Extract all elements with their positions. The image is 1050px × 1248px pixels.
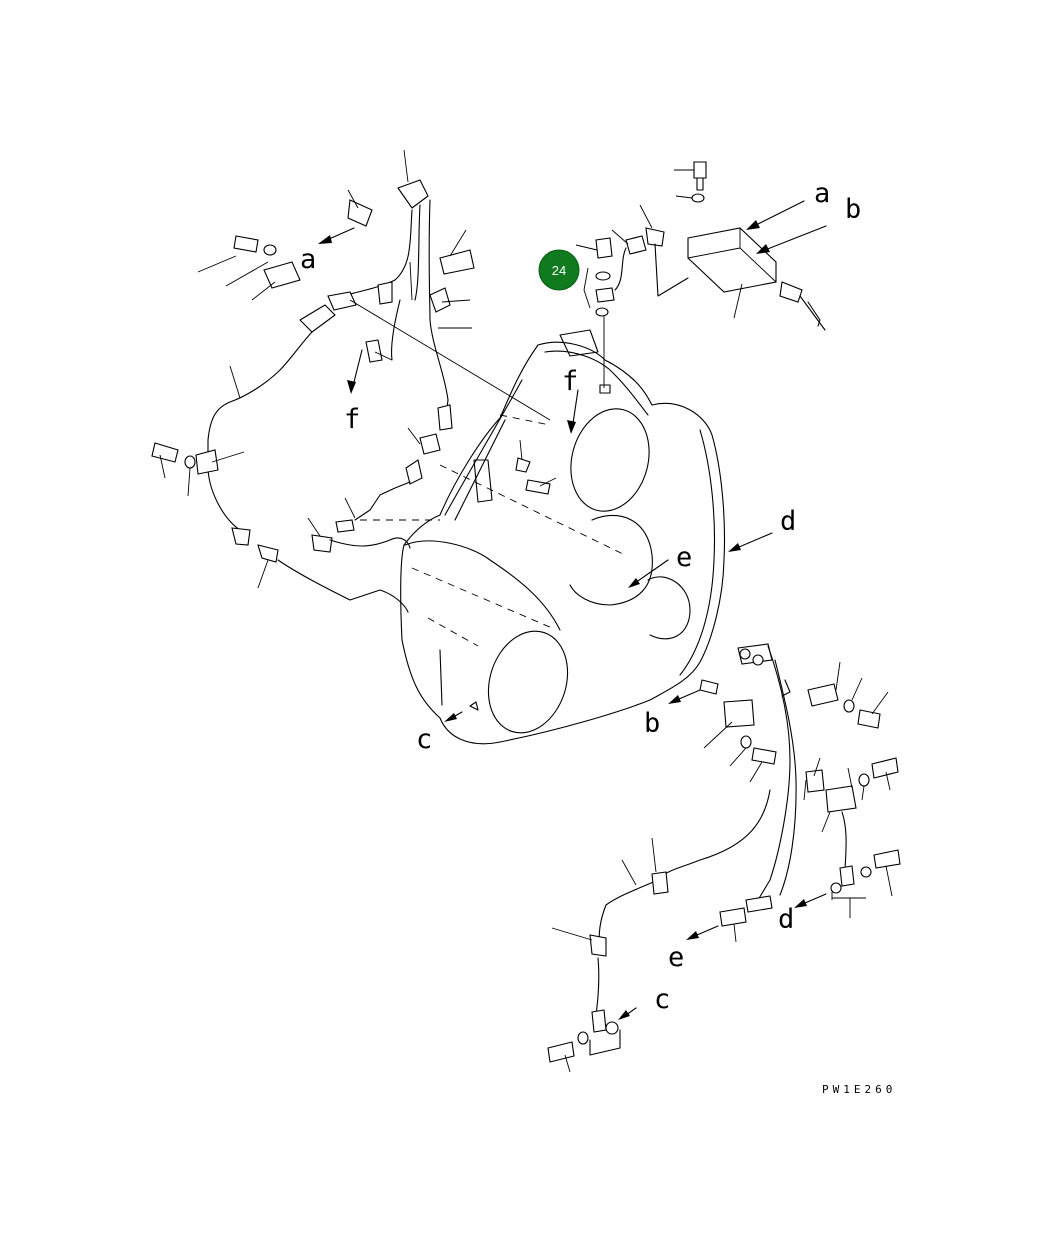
transmission-housing xyxy=(360,329,726,745)
upper-left-pipe-assembly xyxy=(151,149,557,613)
lower-right-tube-assembly xyxy=(444,532,901,1073)
connector-label-a-upper-right: a xyxy=(814,178,830,209)
connector-label-e-center: e xyxy=(676,542,692,573)
drawing-code: PW1E260 xyxy=(822,1083,896,1096)
connector-label-b-upper-right: b xyxy=(845,194,861,225)
connector-label-c-left: c xyxy=(416,724,432,755)
callout-badge-circle[interactable] xyxy=(538,249,580,291)
connector-label-d-lower: d xyxy=(778,904,794,935)
connector-label-f-center: f xyxy=(562,366,578,397)
callout-badge-24[interactable]: 24 xyxy=(538,249,580,291)
connector-label-f-left: f xyxy=(344,404,360,435)
connector-label-b-lower: b xyxy=(644,708,660,739)
upper-right-valve-assembly xyxy=(567,161,827,434)
connector-label-a-upper-left: a xyxy=(300,244,316,275)
connector-label-d-right: d xyxy=(780,506,796,537)
connector-label-c-lower: c xyxy=(654,984,670,1015)
connector-label-e-lower: e xyxy=(668,942,684,973)
callout-badge-number: 24 xyxy=(552,263,566,278)
